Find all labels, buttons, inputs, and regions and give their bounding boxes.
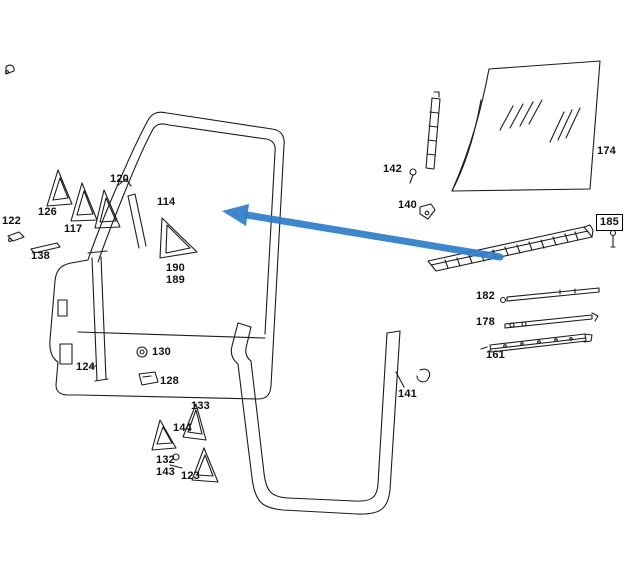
part-label-144[interactable]: 144	[173, 422, 192, 434]
window-run-channel-drawing	[230, 322, 431, 515]
part-label-140[interactable]: 140	[398, 199, 417, 211]
part-label-117[interactable]: 117	[64, 223, 83, 235]
part-label-130[interactable]: 130	[152, 346, 171, 358]
belt-weatherstrip-drawing	[427, 224, 617, 272]
part-label-133[interactable]: 133	[191, 400, 210, 412]
trim-strip-drawings	[480, 287, 600, 353]
door-frame-drawing	[49, 111, 285, 400]
mirror-triangle-drawings	[46, 169, 132, 229]
part-label-138[interactable]: 138	[31, 250, 50, 262]
part-label-126[interactable]: 126	[38, 206, 57, 218]
part-label-174[interactable]: 174	[597, 145, 616, 157]
corner-clip-drawing	[5, 64, 15, 75]
part-label-120[interactable]: 120	[110, 173, 129, 185]
small-part-drawings	[7, 231, 219, 483]
part-label-142[interactable]: 142	[383, 163, 402, 175]
part-label-132[interactable]: 132	[156, 454, 175, 466]
part-label-141[interactable]: 141	[398, 388, 417, 400]
part-label-114[interactable]: 114	[157, 196, 176, 208]
door-glass-drawing	[451, 60, 601, 192]
part-label-143[interactable]: 143	[156, 466, 175, 478]
part-label-178[interactable]: 178	[476, 316, 495, 328]
part-label-189[interactable]: 189	[166, 274, 185, 286]
part-label-185-highlighted[interactable]: 185	[596, 214, 623, 231]
part-label-123[interactable]: 123	[181, 470, 200, 482]
part-label-128[interactable]: 128	[160, 375, 179, 387]
bracket-drawing	[419, 203, 436, 220]
guide-channel-drawing	[409, 91, 441, 184]
part-label-190[interactable]: 190	[166, 262, 185, 274]
part-label-182[interactable]: 182	[476, 290, 495, 302]
placement-arrow	[222, 204, 504, 261]
part-label-124[interactable]: 124	[76, 361, 95, 373]
part-label-161[interactable]: 161	[486, 349, 505, 361]
part-label-122[interactable]: 122	[2, 215, 21, 227]
